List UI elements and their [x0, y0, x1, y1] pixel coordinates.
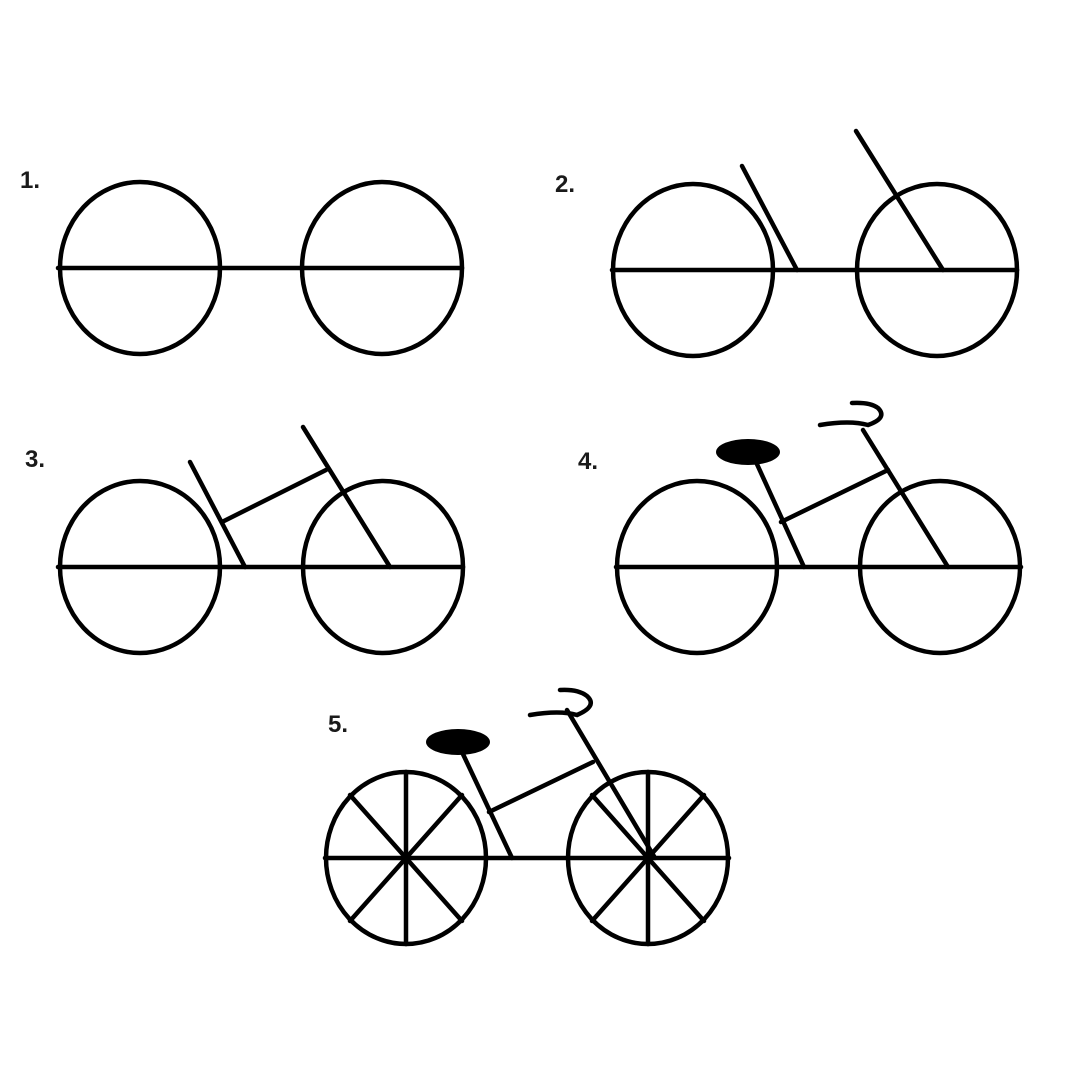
step-label: 1.: [20, 167, 40, 194]
fork-tube: [853, 128, 946, 273]
top-tube: [219, 467, 329, 525]
step-label: 2.: [555, 171, 575, 198]
seat-tube: [739, 163, 800, 273]
seat-tube: [187, 459, 248, 570]
seat-tube: [753, 459, 807, 570]
handlebar: [527, 687, 593, 718]
step-4: 4.: [578, 400, 1024, 656]
step-label: 5.: [328, 711, 348, 738]
seat: [426, 729, 490, 755]
fork-tube: [300, 424, 393, 570]
step-3: 3.: [25, 424, 466, 656]
step-label: 3.: [25, 446, 45, 473]
step-2: 2.: [555, 128, 1020, 359]
front-wheel-spokes: [589, 769, 707, 947]
step-1: 1.: [20, 167, 465, 357]
handlebar: [817, 400, 884, 428]
seat: [716, 439, 780, 465]
fork-tube: [564, 707, 658, 861]
step-label: 4.: [578, 448, 598, 475]
seat-tube: [459, 749, 515, 861]
step-5: 5.: [322, 687, 732, 947]
fork-tube: [860, 427, 951, 570]
rear-wheel-spokes: [347, 769, 465, 947]
top-tube: [778, 467, 891, 525]
top-tube: [486, 759, 596, 815]
